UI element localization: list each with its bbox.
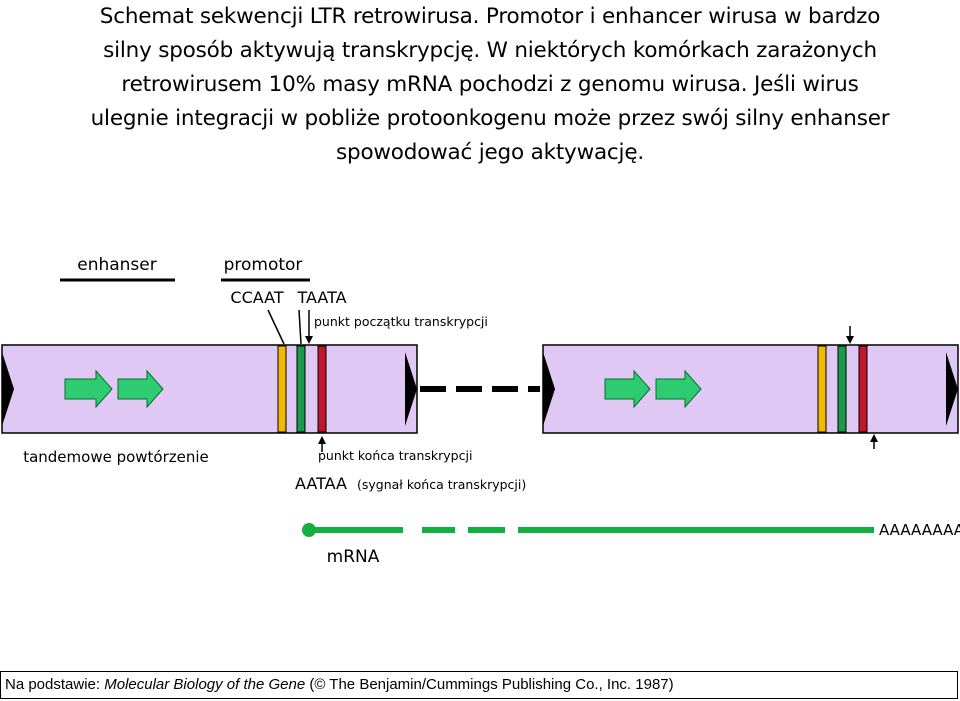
left-ccaat-box (277, 345, 287, 433)
heading-line-5: spowodować jego aktywację. (336, 140, 644, 165)
ccaat-label: CCAAT (230, 288, 283, 307)
right-ccaat-box (817, 345, 827, 433)
left-ltr-repeat-arrow-1 (64, 369, 113, 409)
footer-prefix: Na podstawie: (5, 676, 105, 693)
right-ltr-right-edge (946, 352, 958, 426)
ccaat-pointer (267, 309, 285, 345)
taata-pointer (298, 309, 302, 345)
right-ltr-left-edge (543, 352, 555, 426)
signal-label: (sygnał końca transkrypcji) (357, 477, 526, 492)
left-ltr-right-edge (405, 352, 417, 426)
right-end-box (858, 345, 868, 433)
left-ltr-repeat-arrow-2 (117, 369, 164, 409)
heading: Schemat sekwencji LTR retrowirusa. Promo… (40, 0, 940, 170)
right-ltr-repeat-arrow-2 (655, 369, 702, 409)
end-label: punkt końca transkrypcji (318, 448, 472, 463)
right-ltr-repeat-arrow-1 (604, 369, 651, 409)
start-label: punkt początku transkrypcji (314, 314, 488, 329)
enhancer-label: enhanser (77, 255, 157, 275)
heading-line-2: silny sposób aktywują transkrypcję. W ni… (103, 38, 877, 63)
heading-line-1: Schemat sekwencji LTR retrowirusa. Promo… (99, 4, 881, 29)
heading-line-3: retrowirusem 10% masy mRNA pochodzi z ge… (121, 72, 859, 97)
left-ltr-left-edge (2, 352, 14, 426)
source-footer: Na podstawie: Molecular Biology of the G… (0, 671, 958, 699)
left-end-box (317, 345, 327, 433)
polya-label: AAAAAAAA (879, 521, 960, 539)
heading-line-4: ulegnie integracji w pobliże protoonkoge… (90, 106, 890, 131)
footer-suffix: (© The Benjamin/Cummings Publishing Co.,… (305, 676, 674, 693)
ltr-diagram: enhanser promotor CCAAT TAATA punkt pocz… (1, 255, 960, 567)
aataa-label: AATAA (295, 474, 347, 493)
footer-source: Molecular Biology of the Gene (104, 676, 306, 693)
right-taata-box (837, 345, 847, 433)
left-ltr (1, 344, 418, 434)
promoter-label: promotor (224, 255, 303, 275)
mrna-label: mRNA (327, 547, 380, 567)
tandem-label: tandemowe powtórzenie (23, 448, 209, 466)
left-taata-box (296, 345, 306, 433)
taata-label: TAATA (296, 288, 346, 307)
